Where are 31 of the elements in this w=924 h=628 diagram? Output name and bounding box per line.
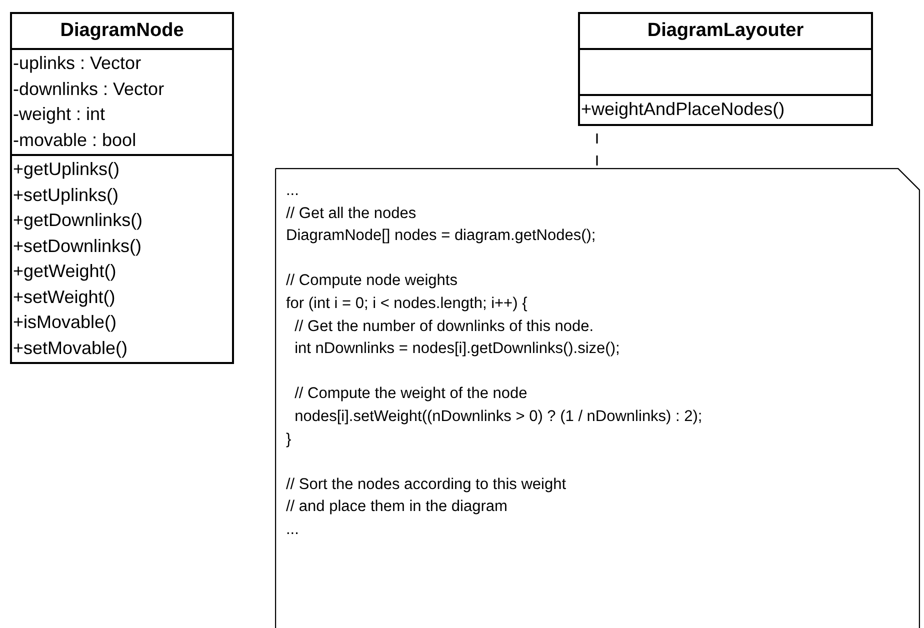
code-line: DiagramNode[] nodes = diagram.getNodes();	[286, 226, 596, 246]
method-text: +getWeight()	[13, 260, 118, 283]
method-text: +getDownlinks()	[13, 209, 144, 232]
attribute-text: -weight : int	[13, 103, 106, 126]
note-box	[275, 168, 920, 628]
code-line: }	[286, 430, 292, 450]
attribute-text: -downlinks : Vector	[13, 78, 166, 100]
code-line: ...	[286, 181, 299, 201]
code-line: // Sort the nodes according to this weight	[286, 474, 566, 495]
uml-class-box	[578, 12, 873, 126]
class-name: DiagramNode	[59, 19, 185, 43]
code-line: ...	[286, 520, 299, 540]
method-text: +setMovable()	[13, 336, 129, 360]
code-line: // Get all the nodes	[286, 204, 416, 224]
code-line: // and place them in the diagram	[286, 497, 508, 518]
uml-class-box	[10, 12, 234, 364]
method-text: +setDownlinks()	[13, 234, 143, 258]
method-text: +isMovable()	[13, 311, 118, 334]
code-line: // Get the number of downlinks of this node.	[294, 316, 594, 337]
code-line: // Compute the weight of the node	[294, 384, 528, 404]
class-name: DiagramLayouter	[646, 19, 805, 43]
code-line: nodes[i].setWeight((nDownlinks > 0) ? (1 / nDownlinks) : 2);	[294, 406, 702, 427]
method-text: +setWeight()	[13, 286, 116, 309]
code-line: // Compute node weights	[286, 271, 458, 292]
code-line: int nDownlinks = nodes[i].getDownlinks().size();	[294, 339, 620, 360]
method-text: +setUplinks()	[13, 184, 120, 207]
code-line: for (int i = 0; i < nodes.length; i++) {	[286, 294, 528, 314]
method-text: +weightAndPlaceNodes()	[581, 98, 786, 121]
attribute-text: -movable : bool	[13, 128, 138, 152]
method-text: +getUplinks()	[13, 158, 121, 181]
attribute-text: -uplinks : Vector	[13, 52, 142, 75]
